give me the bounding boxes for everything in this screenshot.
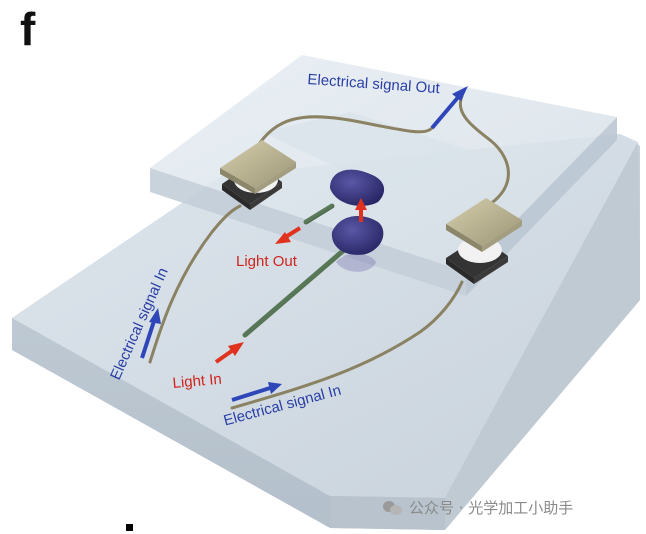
wechat-icon — [383, 500, 403, 516]
label-light-in: Light In — [172, 372, 222, 391]
watermark: 公众号 · 光学加工小助手 — [383, 497, 573, 518]
label-light-out: Light Out — [236, 254, 297, 269]
watermark-text: 公众号 · 光学加工小助手 — [409, 497, 573, 518]
stray-dot — [126, 524, 133, 531]
